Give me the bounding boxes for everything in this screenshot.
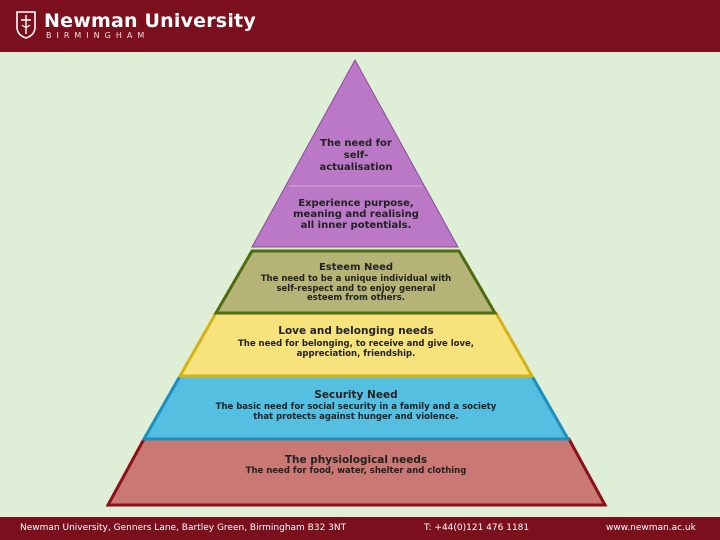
- love-belonging-title: Love and belonging needs: [278, 325, 433, 337]
- esteem-title: Esteem Need: [319, 262, 393, 273]
- experience-purpose-line-2: meaning and realising: [293, 209, 419, 220]
- esteem-line-2: self-respect and to enjoy general: [276, 284, 435, 294]
- security-line-1: The basic need for social security in a …: [216, 402, 497, 412]
- footer-address: Newman University, Genners Lane, Bartley…: [20, 523, 347, 533]
- love-belonging-line-2: appreciation, friendship.: [297, 349, 416, 359]
- esteem-level: [213, 249, 498, 315]
- header-bar: Newman University BIRMINGHAM: [0, 0, 720, 52]
- self-actualisation-line-1: The need for: [320, 138, 392, 149]
- experience-purpose-line-3: all inner potentials.: [301, 220, 412, 231]
- physiological-line-1: The need for food, water, shelter and cl…: [246, 466, 467, 476]
- security-line-2: that protects against hunger and violenc…: [253, 412, 459, 422]
- logo-subtitle: BIRMINGHAM: [46, 31, 150, 40]
- self-actualisation-line-2: self-: [344, 150, 369, 161]
- security-title: Security Need: [314, 389, 397, 401]
- love-belonging-line-1: The need for belonging, to receive and g…: [238, 339, 474, 349]
- footer-website[interactable]: www.newman.ac.uk: [606, 523, 696, 533]
- self-actualisation-line-3: actualisation: [319, 162, 392, 173]
- self-actualisation-level: [251, 58, 459, 248]
- physiological-title: The physiological needs: [285, 454, 427, 466]
- university-crest-icon: [16, 11, 36, 39]
- footer-bar: Newman University, Genners Lane, Bartley…: [0, 517, 720, 540]
- esteem-line-3: esteem from others.: [307, 293, 405, 303]
- footer-phone: T: +44(0)121 476 1181: [424, 523, 530, 533]
- experience-purpose-line-1: Experience purpose,: [298, 198, 413, 209]
- logo-name: Newman University: [44, 10, 256, 32]
- esteem-line-1: The need to be a unique individual with: [261, 274, 451, 284]
